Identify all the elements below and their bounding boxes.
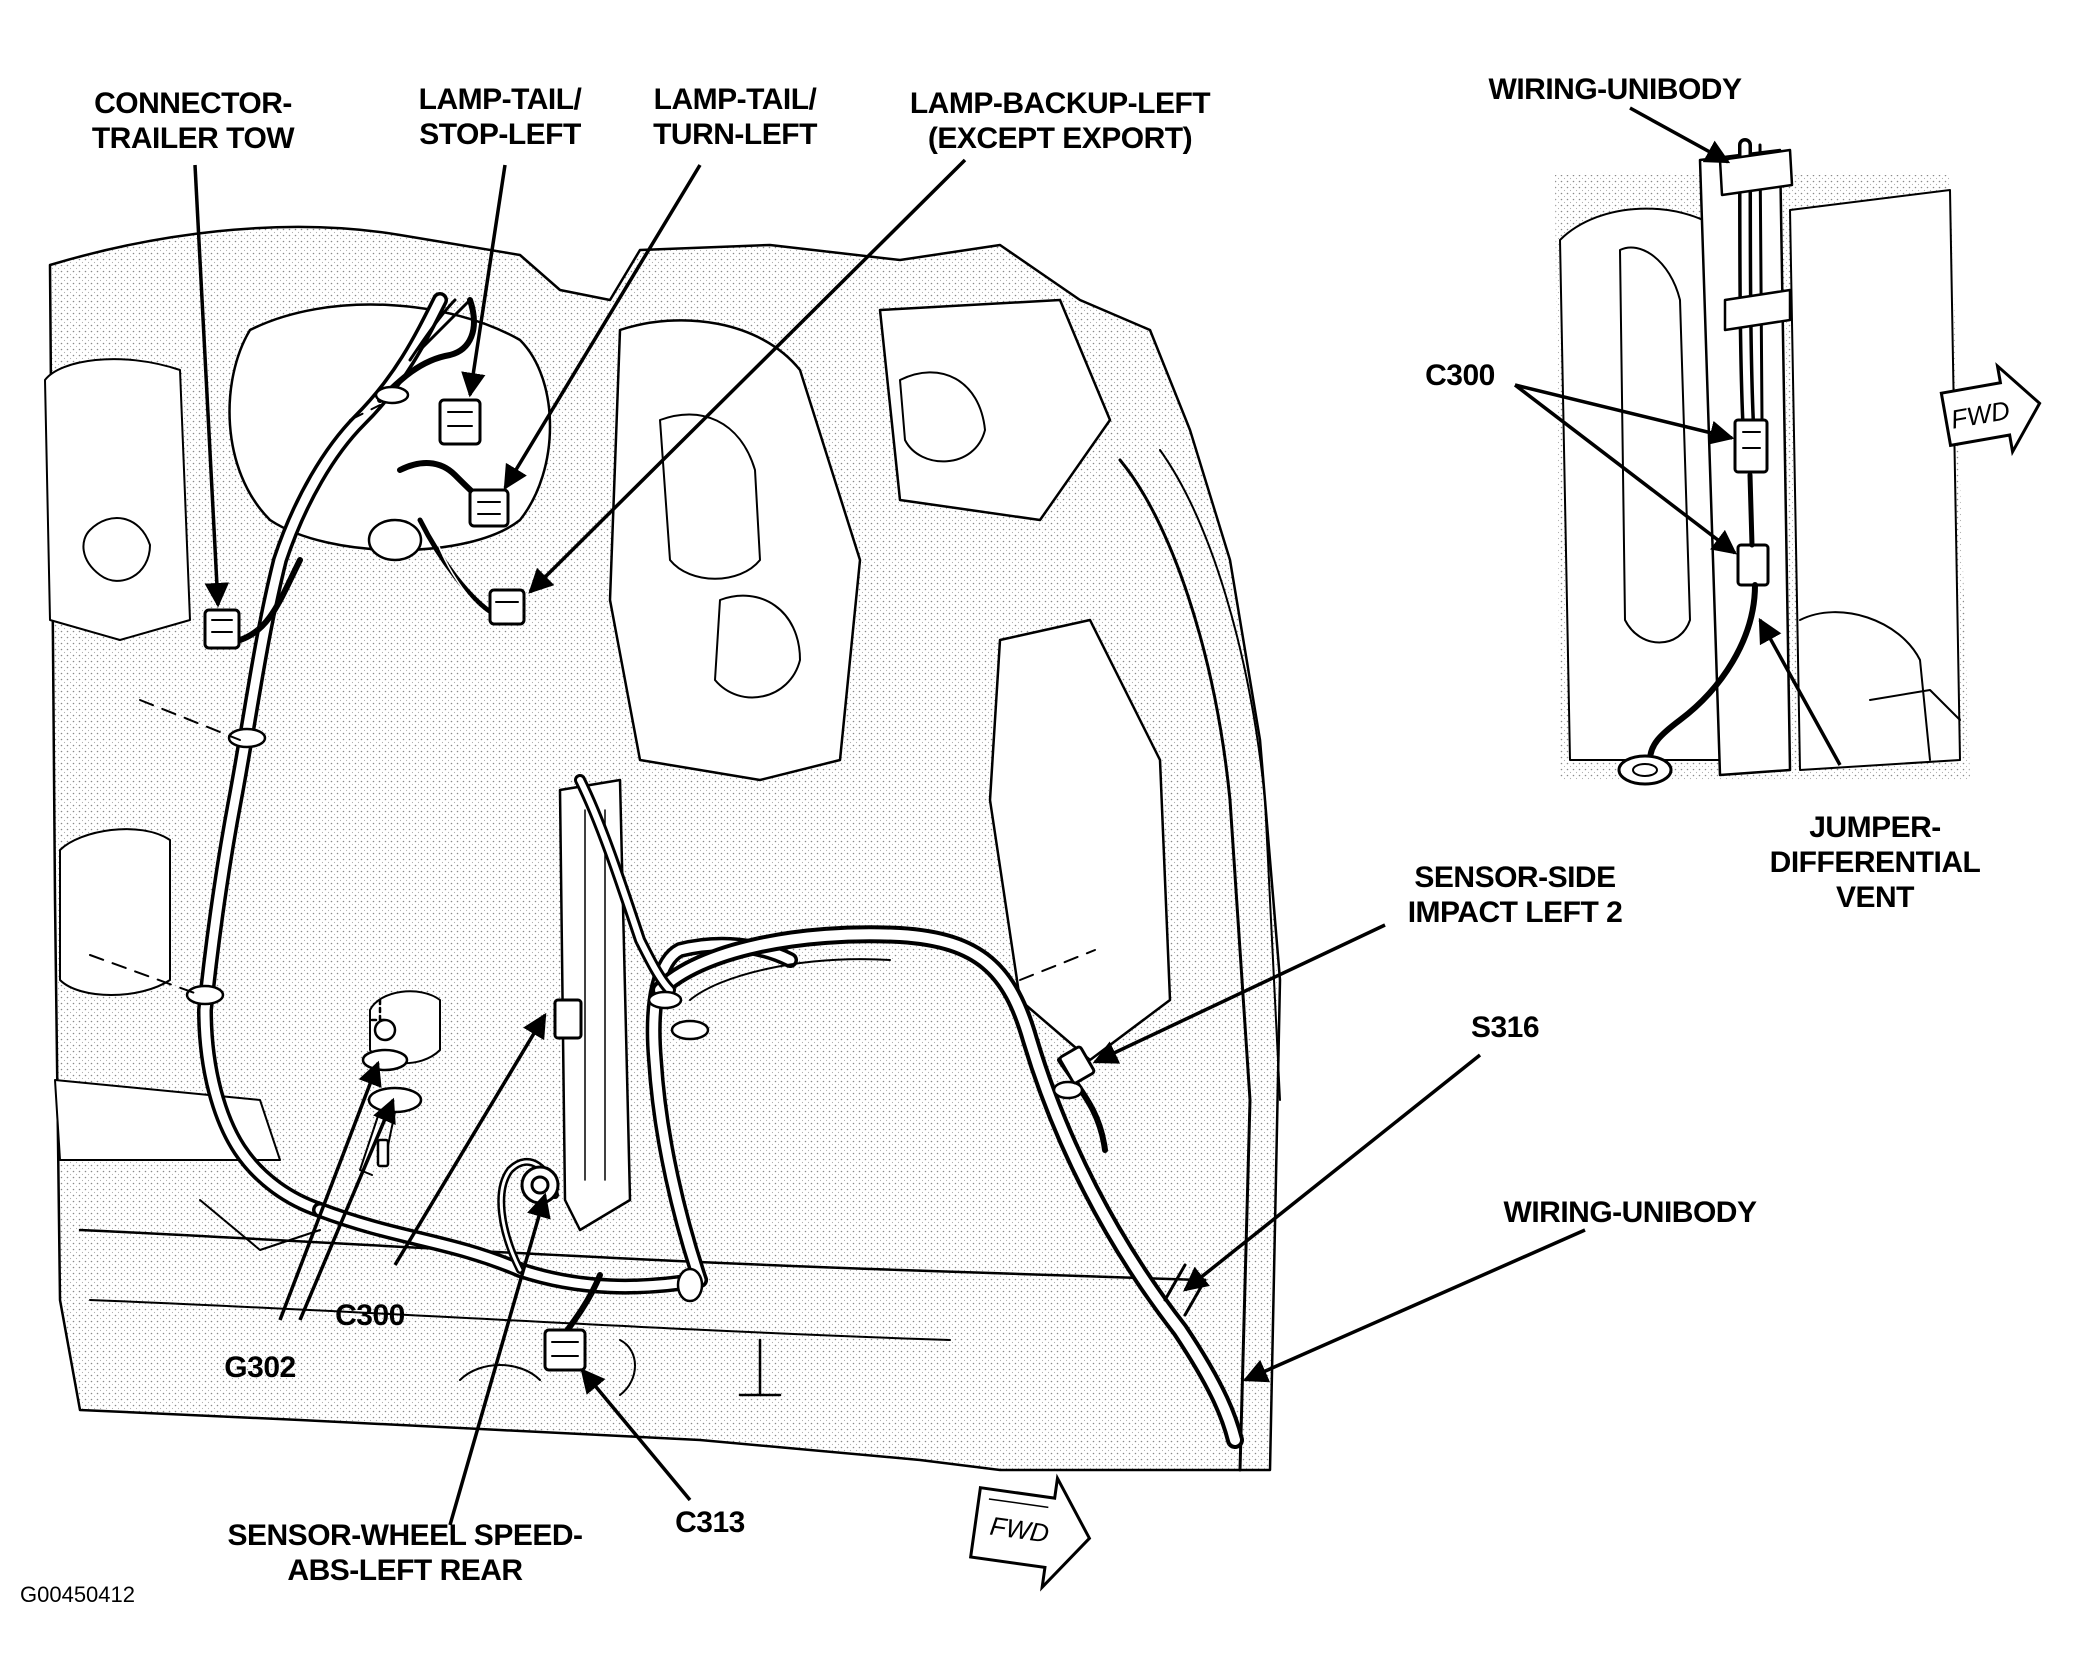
callout-line: SENSOR-SIDE (1414, 861, 1616, 894)
c300-inset-connector-upper (1733, 418, 1769, 474)
callout-jumper-differential-vent: JUMPER- DIFFERENTIAL VENT (1740, 810, 2010, 915)
callout-line: SENSOR-WHEEL SPEED- (227, 1519, 584, 1552)
harness-clips (185, 385, 1084, 1303)
trailer-tow-connector (203, 608, 241, 650)
callout-line: STOP-LEFT (419, 118, 581, 151)
side-impact-connector (1058, 1045, 1096, 1085)
callout-connector-trailer-tow: CONNECTOR- TRAILER TOW (58, 86, 328, 156)
callout-line: C300 (335, 1299, 405, 1332)
callout-line: G302 (224, 1351, 296, 1384)
callout-c300-bottom: C300 (315, 1298, 425, 1333)
callout-line: WIRING-UNIBODY (1503, 1196, 1757, 1229)
callout-line: (EXCEPT EXPORT) (927, 122, 1193, 155)
callout-line: LAMP-TAIL/ (418, 83, 582, 116)
differential-vent-grommet (1617, 754, 1673, 786)
callout-line: TRAILER TOW (91, 122, 295, 155)
body-panels (44, 225, 1282, 1472)
callout-c313: C313 (655, 1505, 765, 1540)
c300-inset-connector-lower (1736, 543, 1770, 587)
callout-line: ABS-LEFT REAR (287, 1554, 523, 1587)
fwd-arrow-main (968, 1473, 1092, 1592)
lamp-stop-connector (438, 398, 482, 446)
c300-bottom-connector (553, 998, 583, 1040)
inset-view (1555, 138, 1970, 786)
callout-lamp-tail-stop-left: LAMP-TAIL/ STOP-LEFT (400, 82, 600, 152)
callout-wiring-unibody-bottom: WIRING-UNIBODY (1480, 1195, 1780, 1230)
connectors-main (203, 398, 1096, 1372)
callout-s316: S316 (1450, 1010, 1560, 1045)
c313-connector (543, 1328, 587, 1372)
callout-wiring-unibody-top: WIRING-UNIBODY (1465, 72, 1765, 107)
callout-line: TURN-LEFT (653, 118, 817, 151)
callout-line: VENT (1835, 881, 1915, 914)
dashed-leaders (89, 404, 1096, 996)
callout-line: S316 (1470, 1011, 1540, 1044)
callout-lamp-tail-turn-left: LAMP-TAIL/ TURN-LEFT (635, 82, 835, 152)
lamp-turn-connector (468, 488, 510, 528)
callout-c300-top: C300 (1405, 358, 1515, 393)
callout-line: DIFFERENTIAL (1769, 846, 1981, 879)
main-body-view (44, 225, 1282, 1472)
callout-line: LAMP-TAIL/ (653, 83, 817, 116)
callout-line: CONNECTOR- (94, 87, 292, 120)
callout-line: C313 (675, 1506, 745, 1539)
lamp-backup-connector (488, 588, 526, 626)
callout-lamp-backup-left: LAMP-BACKUP-LEFT (EXCEPT EXPORT) (885, 86, 1235, 156)
callout-line: WIRING-UNIBODY (1488, 73, 1742, 106)
callout-sensor-side-impact-left-2: SENSOR-SIDE IMPACT LEFT 2 (1365, 860, 1665, 930)
callout-leaders (193, 106, 1842, 1526)
callout-line: JUMPER- (1809, 811, 1941, 844)
callout-sensor-wheel-speed: SENSOR-WHEEL SPEED- ABS-LEFT REAR (200, 1518, 610, 1588)
callout-line: LAMP-BACKUP-LEFT (909, 87, 1211, 120)
callout-line: C300 (1425, 359, 1495, 392)
callout-g302: G302 (205, 1350, 315, 1385)
callout-line: IMPACT LEFT 2 (1407, 896, 1623, 929)
fwd-arrow-inset (1939, 362, 2042, 457)
figure-id: G00450412 (20, 1582, 135, 1607)
